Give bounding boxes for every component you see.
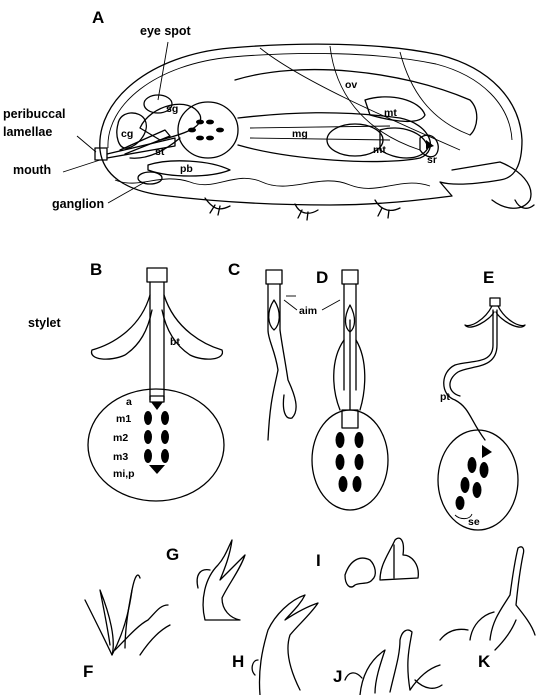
- panel-b-buccal-apparatus: [88, 268, 224, 501]
- panel-label-j: J: [333, 667, 342, 686]
- panel-label-e: E: [483, 268, 494, 287]
- label-m2: m2: [113, 432, 128, 444]
- label-bt: bt: [170, 336, 180, 348]
- panel-label-k: K: [478, 652, 491, 671]
- panel-j-claws: [345, 630, 442, 695]
- label-sg: sg: [166, 103, 178, 115]
- panel-label-g: G: [166, 545, 179, 564]
- label-ov: ov: [345, 79, 357, 91]
- label-stylet: stylet: [28, 316, 61, 330]
- panel-k-claws: [440, 547, 535, 650]
- panel-g-claws: [197, 540, 245, 620]
- label-pb: pb: [180, 163, 193, 175]
- panel-c-buccal-tube: [266, 270, 296, 440]
- panel-label-h: H: [232, 652, 244, 671]
- label-mt-upper: mt: [384, 107, 397, 119]
- label-cg: cg: [121, 128, 133, 140]
- label-sr: sr: [427, 154, 437, 166]
- label-mg: mg: [292, 128, 308, 140]
- label-m3: m3: [113, 451, 128, 463]
- label-eye-spot: eye spot: [140, 24, 192, 38]
- label-pt: pt: [440, 391, 450, 403]
- panel-label-d: D: [316, 268, 328, 287]
- label-peribuccal: peribuccal: [3, 107, 66, 121]
- panel-label-a: A: [92, 8, 104, 27]
- label-m1: m1: [116, 413, 131, 425]
- label-aim: aim: [299, 305, 317, 317]
- panel-f-claws: [85, 575, 170, 655]
- label-ganglion: ganglion: [52, 197, 104, 211]
- label-se: se: [468, 516, 480, 528]
- label-mt-lower: mt: [373, 144, 386, 156]
- label-a: a: [126, 396, 132, 408]
- label-lamellae: lamellae: [3, 125, 52, 139]
- label-mouth: mouth: [13, 163, 51, 177]
- panel-label-c: C: [228, 260, 240, 279]
- label-st: st: [155, 146, 165, 158]
- panel-label-i: I: [316, 551, 321, 570]
- panel-d-buccal-apparatus: [312, 270, 388, 510]
- panel-a-body-drawing: [95, 44, 534, 220]
- panel-i-claws: [345, 538, 418, 587]
- panel-h-claws: [252, 595, 318, 695]
- label-mip: mi,p: [113, 468, 135, 480]
- panel-e-buccal-apparatus: [438, 298, 525, 530]
- panel-label-f: F: [83, 662, 93, 681]
- panel-label-b: B: [90, 260, 102, 279]
